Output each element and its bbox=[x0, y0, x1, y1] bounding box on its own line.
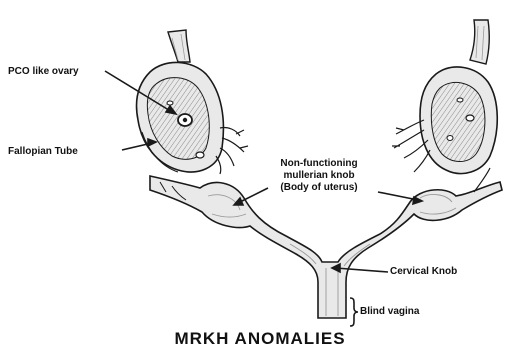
label-mullerian-knob-line2: mullerian knob bbox=[262, 170, 376, 182]
label-mullerian-knob-line3: (Body of uterus) bbox=[262, 182, 376, 194]
right-ovary bbox=[420, 67, 497, 174]
blind-vagina-brace bbox=[350, 298, 358, 326]
right-upper-ligament bbox=[470, 20, 489, 64]
diagram-title: MRKH ANOMALIES bbox=[0, 329, 520, 349]
arrow-knob-right bbox=[378, 192, 418, 200]
label-mullerian-knob: Non-functioning mullerian knob (Body of … bbox=[262, 158, 376, 194]
label-pco-ovary: PCO like ovary bbox=[8, 66, 79, 78]
label-blind-vagina: Blind vagina bbox=[360, 306, 419, 318]
left-upper-ligament bbox=[168, 30, 190, 62]
label-fallopian-tube: Fallopian Tube bbox=[8, 146, 78, 158]
label-cervical-knob: Cervical Knob bbox=[390, 266, 457, 278]
left-ovary bbox=[137, 62, 224, 172]
label-mullerian-knob-line1: Non-functioning bbox=[262, 158, 376, 170]
